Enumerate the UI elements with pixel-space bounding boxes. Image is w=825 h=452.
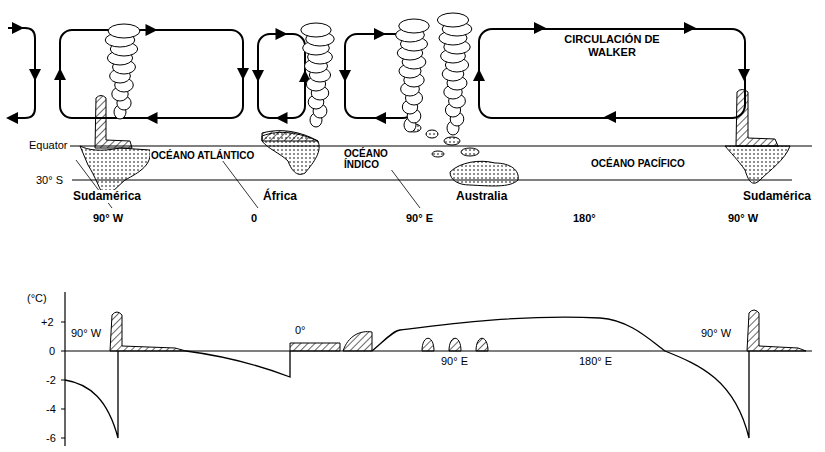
axis-tick: 0 [48,345,56,357]
axis-tick: -4 [45,403,57,415]
temperature-graph [61,292,812,446]
island-hatch [476,338,488,351]
longitude-label: 90° W [700,327,732,339]
longitude-label: 0 [250,212,258,224]
arrow-head [237,68,249,80]
ocean-name: OCÉANO PACÍFICO [590,158,686,169]
longitude-label: 90° E [405,212,434,224]
arrow-head [604,111,616,123]
arrow-head [252,70,264,82]
arrow-head [54,68,66,80]
land-hatch [110,312,186,351]
arrow-head [738,69,750,81]
andes-hatch [95,96,132,149]
longitude-label: 180° E [578,355,613,367]
equator-line [70,145,812,146]
south-america-land [725,146,790,183]
lat-label: Equator [28,139,69,151]
andes-hatch [736,90,778,147]
longitude-label: 90° W [70,327,102,339]
circulation-cell [258,34,305,118]
axis-tick: +2 [40,316,55,328]
circulation-cell: CIRCULACIÓN DE WALKER [478,28,746,119]
cloud-puff [437,13,468,27]
island-hatch [422,338,434,351]
arrow-head [6,112,18,124]
circulation-cell [60,30,243,118]
arrow-head [29,69,41,81]
land-hatch [747,310,806,351]
arrow-head [374,28,386,40]
anomaly-curve [65,351,118,438]
island-hatch [449,338,461,351]
y-axis [64,292,65,446]
arrow-head [146,112,158,124]
longitude-label: 90° W [92,212,124,224]
arrow-head [374,112,386,124]
latitude-line [72,180,792,181]
cloud-towers [105,13,472,135]
cloud-puff [108,24,140,38]
cell-title: CIRCULACIÓN DE WALKER [560,33,664,59]
cloud-puff [301,23,331,37]
continent-name: Australia [455,190,508,203]
ocean-name: OCÉANO ATLÁNTICO [150,150,255,161]
longitude-label: 90° W [727,212,759,224]
continent-name: Sudamérica [742,190,812,203]
ocean-name: OCÉANO ÍNDICO [343,148,395,170]
arrow-head [146,24,158,36]
arrow-head [276,28,288,40]
africa-hatch [262,131,318,141]
axis-tick: -6 [45,432,57,444]
arrow-head [276,112,288,124]
cloud-puff [399,19,430,33]
continent-name: Sudamérica [72,190,142,203]
axis-unit: (°C) [26,292,48,304]
longitude-label: 180° [572,212,597,224]
circulation-cell [8,28,35,118]
land-hatch [290,343,340,351]
australia-land [450,161,518,186]
lat-label: 30° S [35,174,64,186]
arrow-head [339,70,351,82]
land-hatch [343,332,372,351]
y-ticks [61,322,65,438]
anomaly-curve [372,317,749,438]
continent-name: África [262,190,298,203]
axis-tick: -2 [45,374,57,386]
longitude-label: 90° E [440,355,469,367]
anomaly-curve [186,351,290,377]
arrow-head [12,22,24,34]
circulation-cells [6,22,750,124]
continents [80,90,790,200]
longitude-label: 0° [294,324,307,336]
